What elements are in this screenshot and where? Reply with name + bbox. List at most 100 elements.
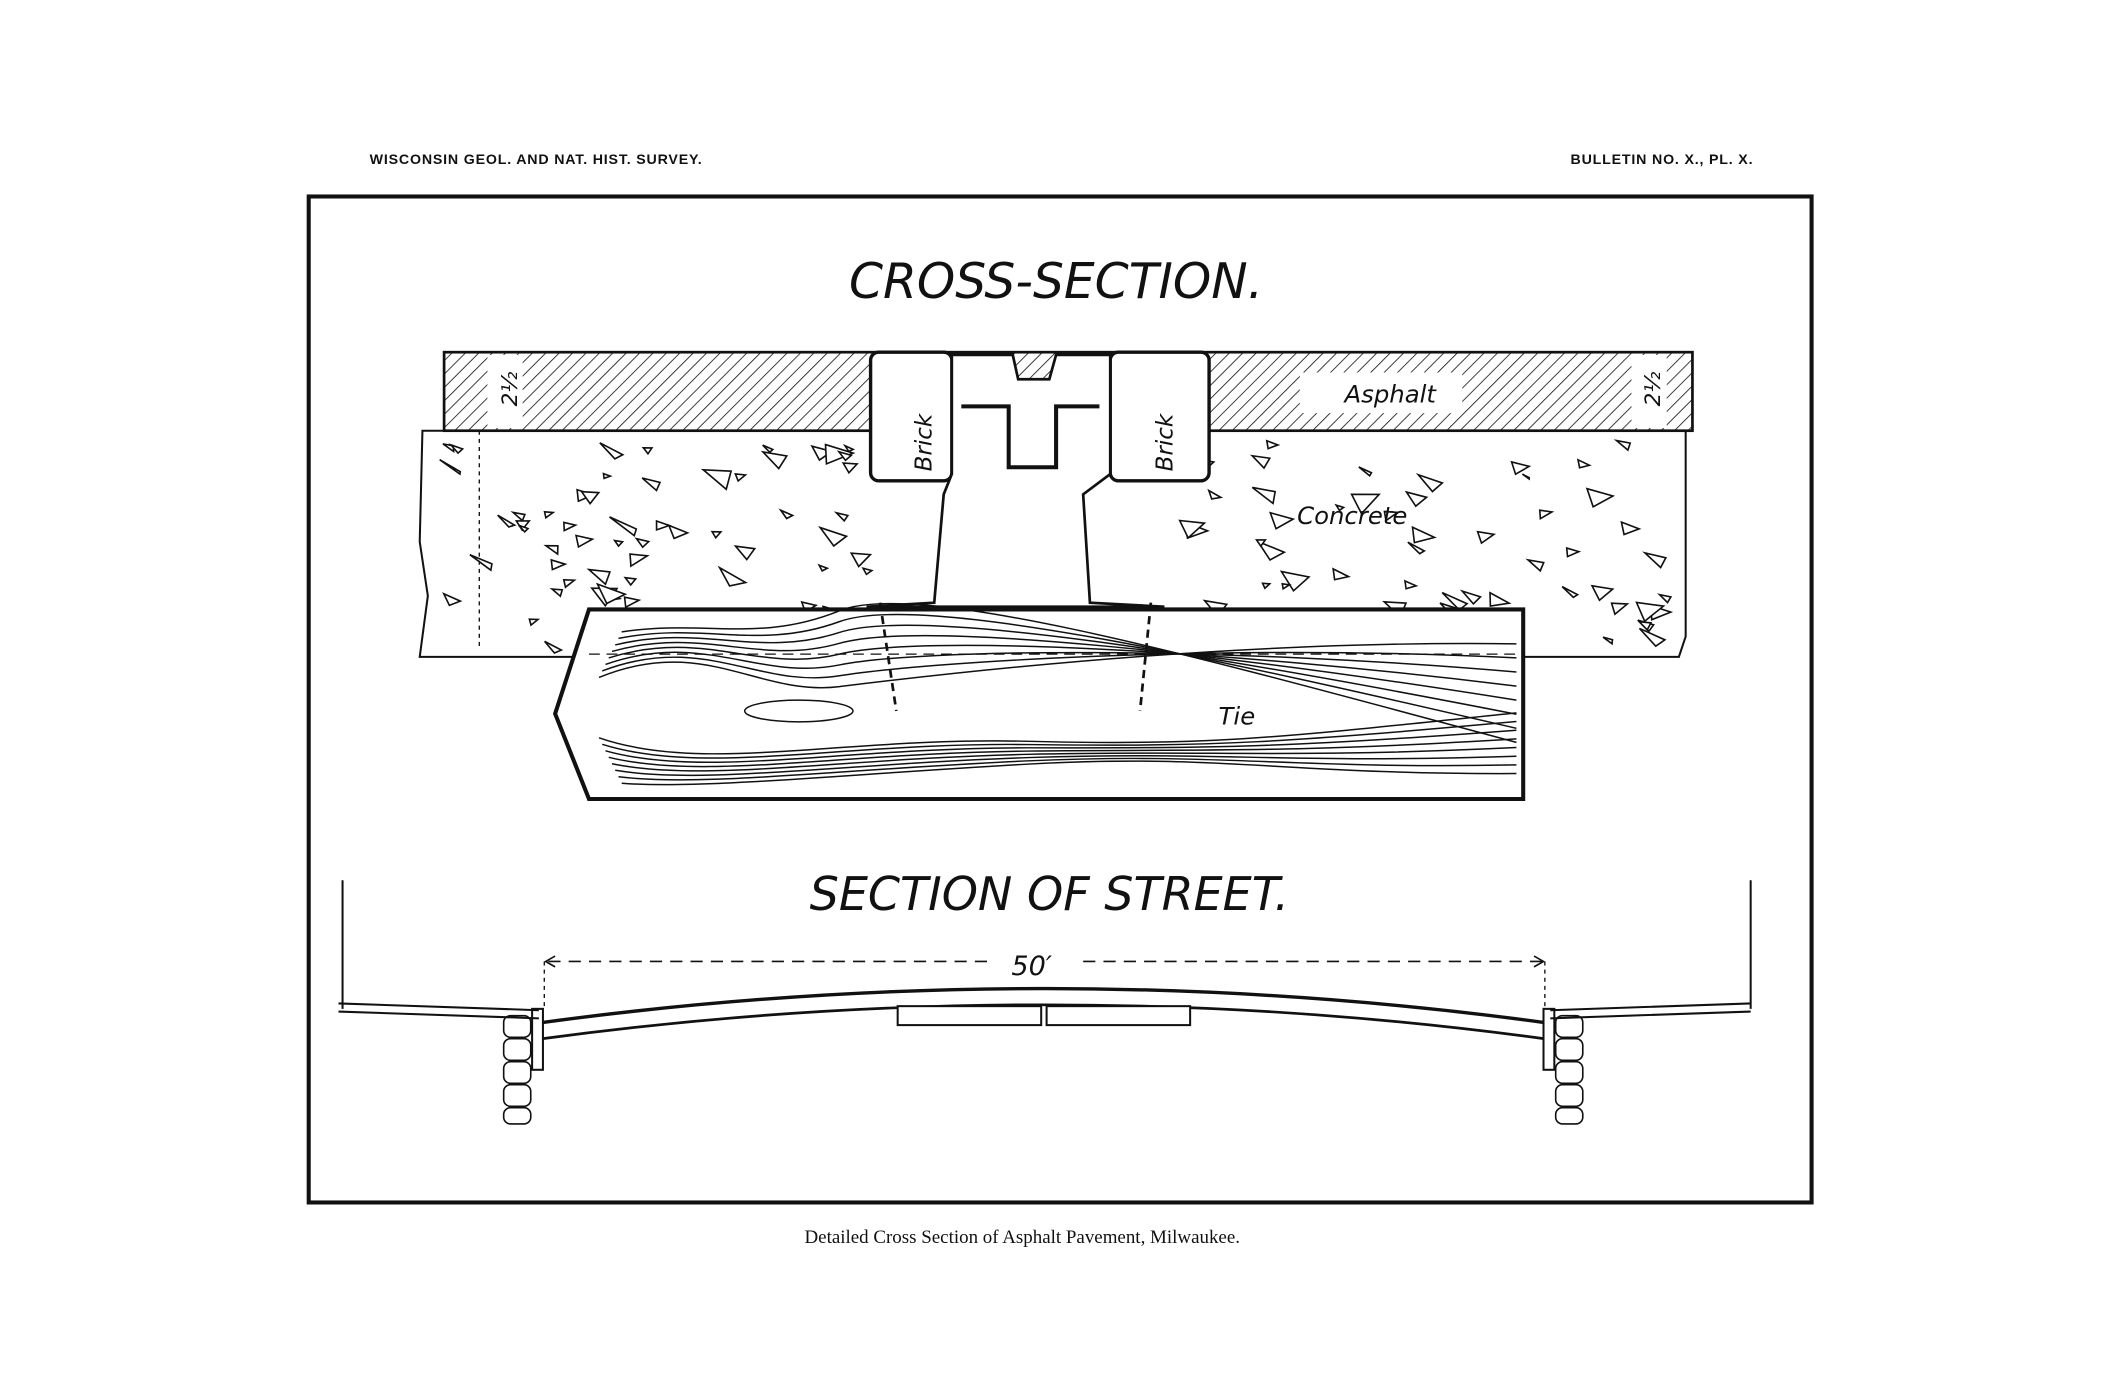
- aggregate-stone: [1565, 546, 1582, 558]
- aggregate-stone: [1207, 488, 1224, 500]
- aggregate-stone: [599, 442, 625, 460]
- aggregate-stone: [1635, 601, 1666, 623]
- aggregate-stone: [1441, 591, 1469, 612]
- brick-left-label: Brick: [912, 412, 938, 471]
- aggregate-stone: [586, 568, 612, 586]
- aggregate-stone: [1249, 454, 1272, 470]
- aggregate-stone: [1657, 593, 1673, 604]
- aggregate-stone: [634, 537, 651, 549]
- aggregate-stone: [448, 443, 465, 455]
- aggregate-stone: [710, 530, 723, 540]
- wood-grain: [598, 602, 1517, 786]
- tie-label: Tie: [1219, 702, 1256, 731]
- aggregate-stone: [469, 553, 493, 572]
- aggregate-stone: [1279, 570, 1311, 593]
- aggregate-stone: [1255, 539, 1287, 562]
- aggregate-stone: [1269, 511, 1296, 530]
- aggregate-stone: [550, 558, 568, 571]
- aggregate-stone: [778, 508, 795, 520]
- tie-left: [896, 1005, 1043, 1027]
- grain-line: [621, 602, 1517, 744]
- header-right: BULLETIN NO. X., PL. X.: [1571, 152, 1754, 168]
- asphalt-thickness-right: 2½: [1641, 372, 1666, 407]
- aggregate-stone: [543, 544, 559, 556]
- aggregate-stone: [439, 458, 462, 476]
- tie-right: [1045, 1005, 1192, 1027]
- aggregate-stone: [1178, 519, 1207, 540]
- aggregate-stone: [1510, 460, 1532, 476]
- concrete-label: Concrete: [1297, 501, 1407, 530]
- grain-line: [621, 760, 1517, 786]
- aggregate-stone: [1476, 530, 1497, 545]
- aggregate-stone: [760, 450, 789, 470]
- aggregate-stone: [842, 443, 856, 453]
- aggregate-stone: [602, 472, 613, 480]
- aggregate-stone: [1411, 525, 1437, 544]
- grain-line: [608, 644, 1517, 687]
- aggregate-stone: [1261, 582, 1272, 590]
- aggregate-stone: [1407, 541, 1426, 555]
- aggregate-stone: [849, 552, 873, 568]
- grain-line: [618, 757, 1517, 781]
- aggregate-stone: [1403, 579, 1419, 590]
- curb-left: [531, 1007, 544, 1071]
- plate-caption: Detailed Cross Section of Asphalt Paveme…: [804, 1227, 1239, 1248]
- aggregate-stone: [641, 446, 654, 456]
- aggregate-stone: [1638, 627, 1667, 648]
- grain-line: [608, 738, 1517, 768]
- aggregate-stone: [1538, 509, 1555, 521]
- plate-frame: [306, 194, 1814, 1205]
- aggregate-stone: [1358, 466, 1373, 478]
- aggregate-stone: [563, 521, 578, 532]
- aggregate-stone: [612, 539, 625, 548]
- grain-line: [615, 624, 1517, 715]
- aggregate-stone: [518, 524, 530, 533]
- aggregate-stone: [543, 510, 556, 520]
- street-width-dimension: 50′: [1011, 951, 1052, 982]
- sidewalk-right: [1550, 1002, 1751, 1020]
- grain-line: [611, 634, 1517, 701]
- aggregate-stone: [1281, 582, 1292, 591]
- aggregate-stone: [1637, 620, 1653, 632]
- aggregate-stone: [817, 563, 830, 572]
- aggregate-stone: [1521, 473, 1530, 481]
- street-section-drawing: [338, 880, 1752, 1125]
- aggregate-stone: [1613, 439, 1632, 452]
- pavement-top: [542, 986, 1544, 1025]
- aggregate-stone: [1525, 558, 1545, 573]
- grain-line: [618, 613, 1517, 730]
- aggregate-stone: [629, 553, 650, 568]
- grain-line: [601, 651, 1517, 679]
- aggregate-stone: [1251, 486, 1277, 505]
- concrete-aggregate: [439, 439, 1674, 655]
- street-section-title: SECTION OF STREET.: [810, 867, 1289, 921]
- aggregate-stone: [655, 519, 672, 532]
- aggregate-stone: [762, 444, 775, 454]
- aggregate-stone: [1404, 490, 1429, 508]
- aggregate-stone: [623, 596, 642, 609]
- aggregate-stone: [700, 468, 733, 491]
- aggregate-stone: [544, 640, 564, 655]
- aggregate-stone: [1576, 458, 1592, 469]
- cross-section-title: CROSS-SECTION.: [849, 254, 1263, 310]
- aggregate-stone: [1561, 585, 1580, 599]
- aggregate-stone: [734, 473, 748, 483]
- aggregate-stone: [1334, 503, 1346, 512]
- grain-line: [605, 729, 1517, 763]
- aggregate-stone: [580, 490, 601, 505]
- aggregate-stone: [824, 443, 856, 466]
- grain-line: [611, 746, 1517, 772]
- aggregate-stone: [1642, 551, 1668, 569]
- aggregate-stone: [442, 592, 463, 607]
- grain-knot: [743, 699, 854, 723]
- asphalt-thickness-left: 2½: [498, 372, 523, 407]
- rail: [866, 353, 1165, 609]
- header-left: WISCONSIN GEOL. AND NAT. HIST. SURVEY.: [370, 152, 703, 168]
- aggregate-stone: [836, 450, 853, 462]
- aggregate-stone: [609, 516, 638, 537]
- aggregate-stone: [1459, 589, 1483, 606]
- pavement-bottom: [542, 1003, 1544, 1040]
- grain-line: [598, 642, 1517, 689]
- curb-right: [1542, 1007, 1556, 1071]
